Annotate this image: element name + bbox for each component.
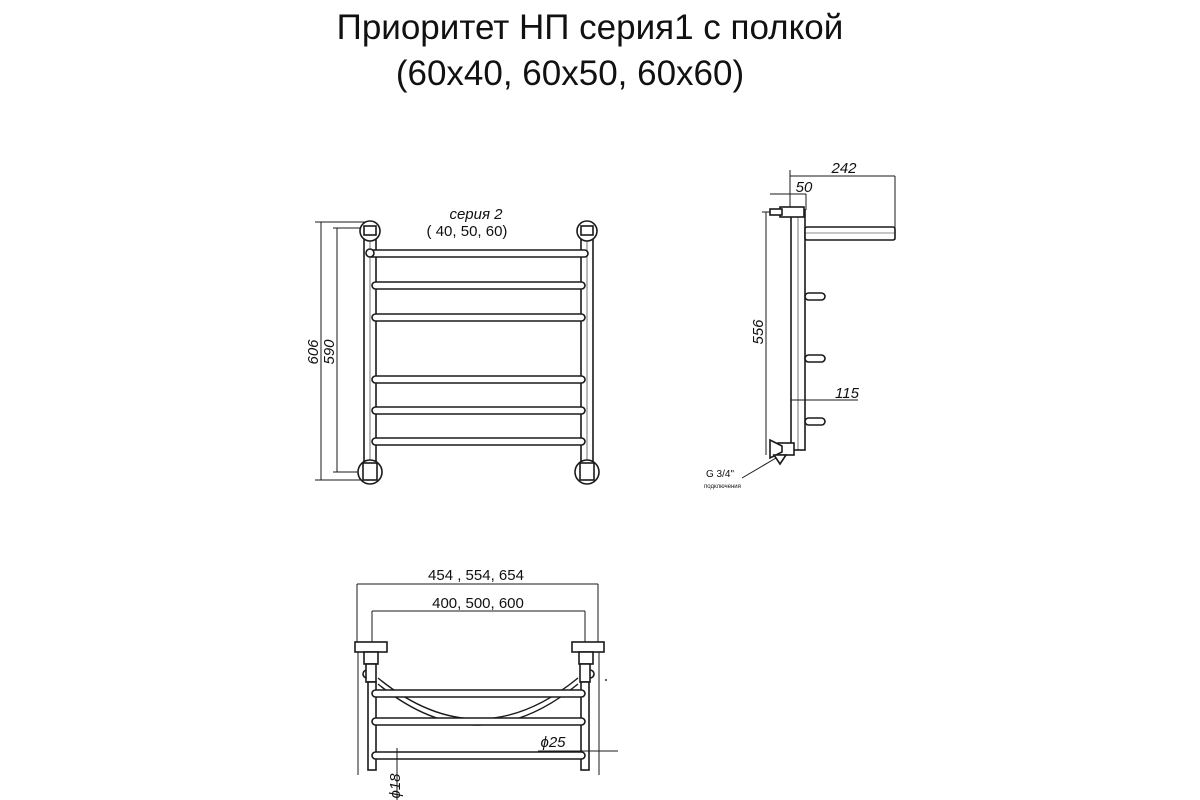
crossbar — [371, 281, 586, 290]
dim-bar-diameter: ϕ18 — [387, 773, 404, 799]
dim-inner-widths: 400, 500, 600 — [432, 595, 524, 612]
connection-sublabel: подключения — [704, 484, 741, 490]
crossbar — [371, 375, 586, 384]
top-bar — [371, 689, 586, 698]
shelf-curve — [377, 677, 579, 720]
crossbar — [371, 437, 586, 446]
connection-label: G 3/4" — [706, 469, 734, 480]
sizes-label: ( 40, 50, 60) — [427, 223, 508, 240]
dim-556: 556 — [750, 319, 767, 345]
drawing-title: Приоритет НП серия1 с полкой — [336, 8, 844, 47]
side-view: 242 50 556 115 G 3/4" подключения — [704, 160, 896, 490]
top-bar — [371, 751, 586, 760]
dim-606: 606 — [305, 339, 322, 365]
top-right-rail — [580, 681, 590, 771]
crossbars — [365, 248, 589, 446]
dim-590: 590 — [321, 339, 338, 365]
bar-stub — [804, 417, 826, 426]
dim-rail-diameter: ϕ25 — [540, 734, 566, 751]
top-left-rail — [367, 681, 377, 771]
crossbar — [371, 313, 586, 322]
crossbar — [367, 249, 589, 258]
dim-50: 50 — [796, 179, 813, 196]
dim-242: 242 — [830, 160, 857, 177]
bar-stub — [804, 354, 826, 363]
crossbar — [371, 406, 586, 415]
shelf — [804, 226, 896, 241]
top-view: 454 , 554, 654 400, 500, 600 ϕ25 ϕ18 — [354, 567, 618, 800]
bar-stub — [804, 292, 826, 301]
right-bracket — [571, 641, 605, 653]
front-view: 606 590 серия 2 ( 40, 50, 60) — [305, 206, 600, 485]
series-label: серия 2 — [449, 206, 503, 223]
drawing-subtitle: (60х40, 60х50, 60х60) — [395, 54, 745, 93]
left-bracket — [354, 641, 388, 653]
dim-outer-widths: 454 , 554, 654 — [428, 567, 524, 584]
dim-115: 115 — [835, 385, 860, 402]
top-bar — [371, 717, 586, 726]
